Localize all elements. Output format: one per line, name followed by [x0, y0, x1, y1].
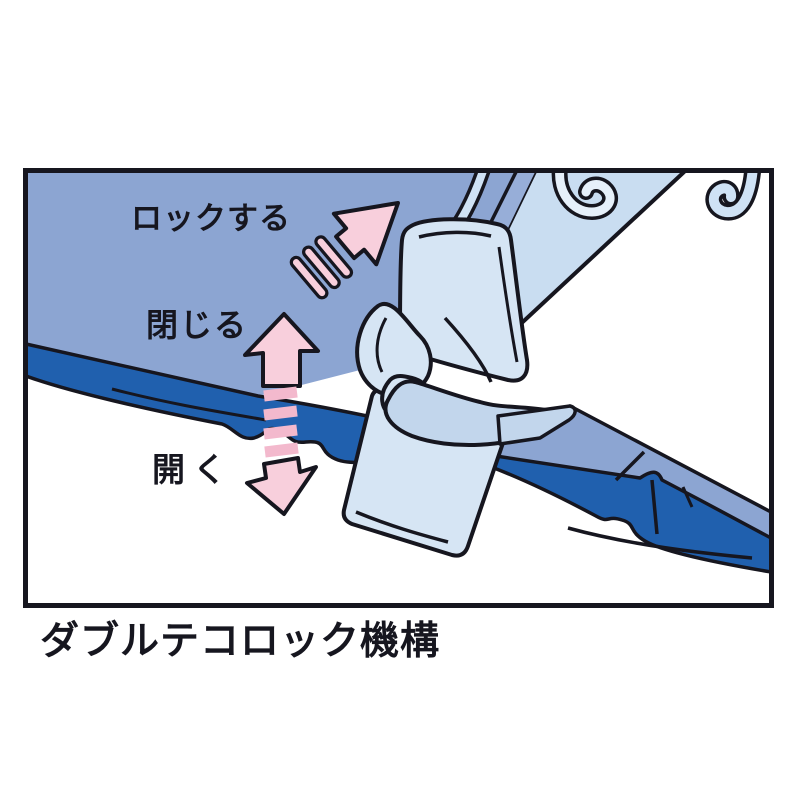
arrow-dash-bar-2	[263, 405, 298, 421]
lock-arrow-dash-3	[292, 259, 326, 297]
diagram-frame	[23, 168, 774, 608]
lever-foot	[496, 404, 577, 446]
lock-arrow-dash-2	[305, 248, 338, 286]
lock-arrow-dash-1	[317, 238, 350, 276]
base-rail-crease-left	[111, 387, 267, 422]
open-label: 開く	[152, 450, 234, 489]
arrow-dash-bar-1	[263, 386, 298, 402]
lower-lever-detail-line-1	[355, 510, 449, 544]
open-page-area	[512, 173, 769, 520]
arrow-dash-bar-4	[264, 442, 299, 458]
upper-lever-detail-line-3	[497, 246, 519, 363]
lock-arrow	[289, 201, 400, 300]
rail-inner-bottom-line	[567, 526, 753, 560]
rail-crease-1	[614, 450, 646, 482]
binder-ring-corner-fill	[708, 173, 758, 218]
lever-fold-left-crease	[375, 317, 388, 373]
rail-crease-3	[681, 486, 694, 508]
caption: ダブルテコロック機構	[40, 619, 440, 664]
close-arrow	[243, 312, 320, 388]
close-label: 閉じる	[146, 306, 248, 344]
upper-lever-detail-line-1	[418, 230, 492, 239]
rail-crease-2	[650, 479, 659, 535]
upper-lever-detail-line-2	[443, 316, 493, 383]
lock-label: ロックする	[131, 201, 291, 237]
rail-edge-line	[510, 173, 686, 334]
upper-lever-paddle	[398, 217, 530, 383]
open-arrow	[245, 456, 318, 516]
lock-arrow-head	[331, 201, 400, 267]
arrow-dash-bar-3	[263, 424, 298, 440]
base-rail-right-side	[492, 454, 769, 574]
binder-ring-middle-fill	[555, 173, 615, 217]
